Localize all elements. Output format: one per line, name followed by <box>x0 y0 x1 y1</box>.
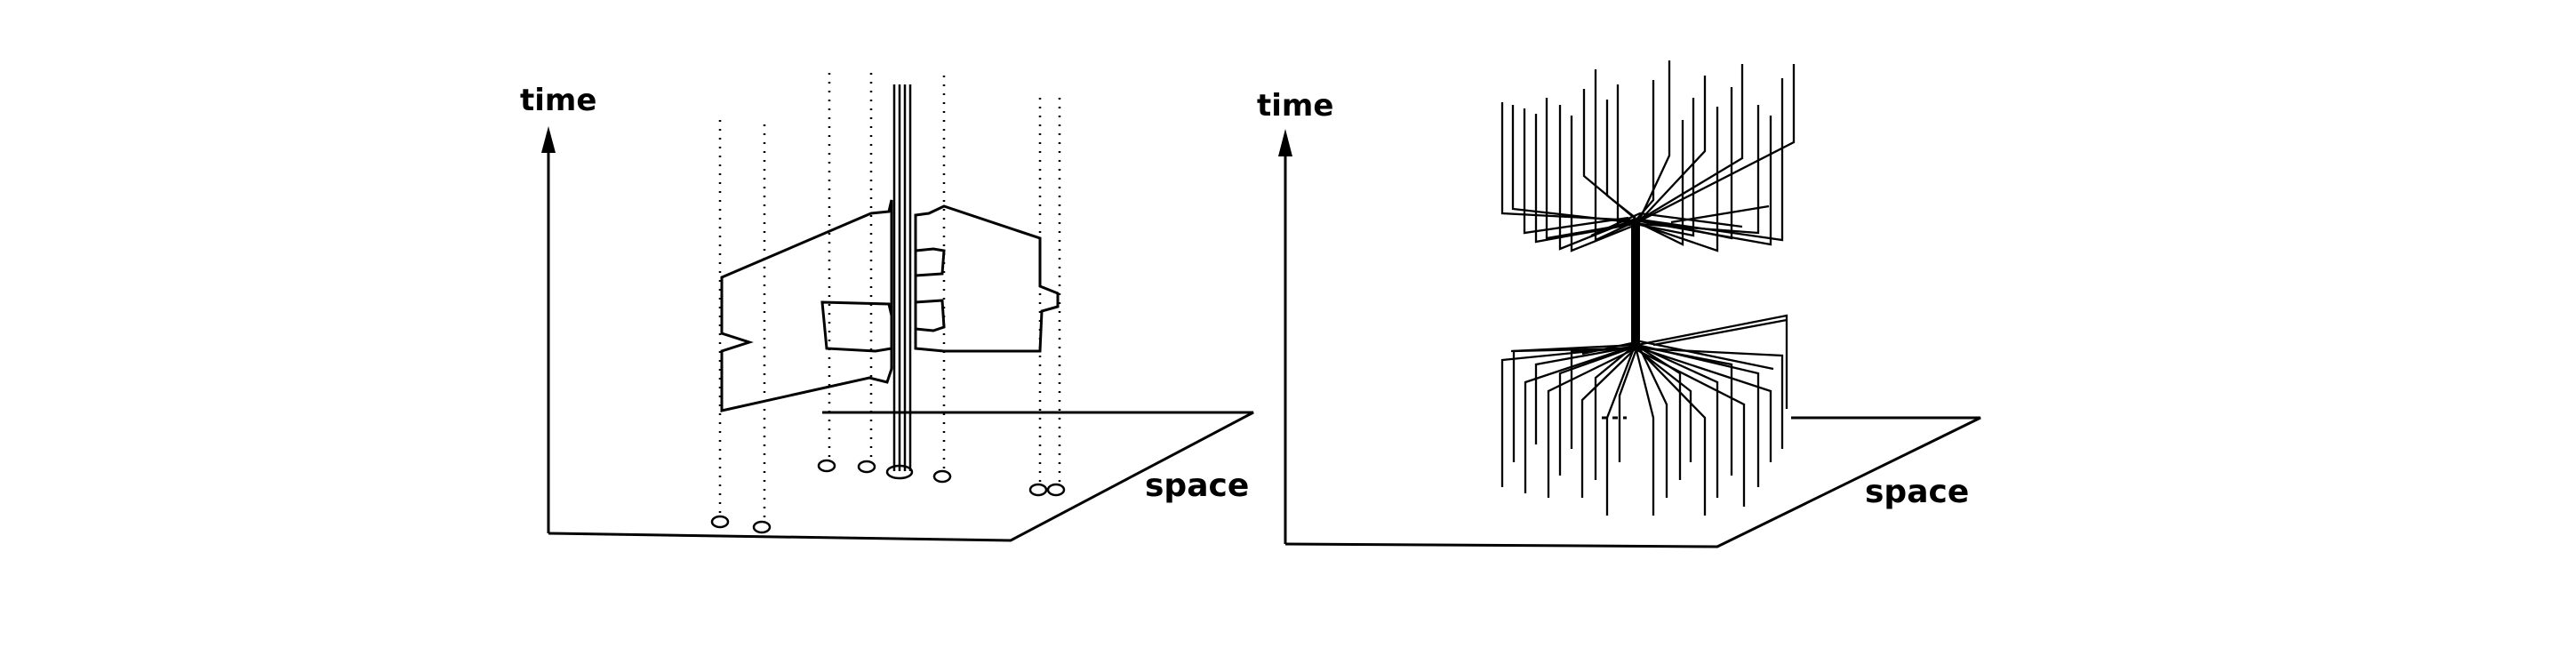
activity-prism-left <box>720 199 893 412</box>
activity-prism-right <box>914 204 1060 353</box>
right-panel <box>1278 60 1981 548</box>
time-axis-arrowhead-left <box>541 126 556 153</box>
upper-fan-right <box>1500 60 1796 252</box>
time-axis-label-left: time <box>520 83 596 118</box>
individual-paths-left <box>718 73 1061 524</box>
space-plane-right <box>1284 416 1981 548</box>
time-axis-arrowhead-right <box>1278 129 1292 156</box>
space-plane-left <box>548 411 1254 542</box>
lower-fan-right <box>1500 314 1788 516</box>
central-bundle-left <box>892 84 912 471</box>
time-axis-label-right: time <box>1257 88 1333 124</box>
space-axis-label-left: space <box>1145 468 1249 504</box>
space-axis-label-right: space <box>1865 474 1969 510</box>
left-panel <box>541 73 1254 542</box>
